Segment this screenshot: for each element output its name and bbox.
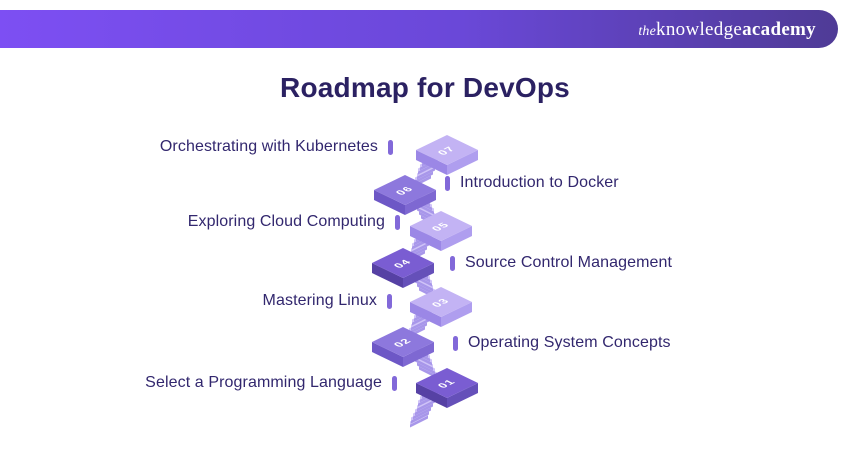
step-row-06: Introduction to Docker bbox=[445, 172, 619, 194]
step-row-05: Exploring Cloud Computing bbox=[0, 211, 400, 233]
step-platform-01: 01 bbox=[416, 368, 478, 408]
step-label-01: Select a Programming Language bbox=[145, 374, 382, 391]
divider-bar bbox=[450, 255, 455, 271]
step-label-02: Operating System Concepts bbox=[468, 334, 671, 351]
staircase-graphic: 07 06 05 04 03 02 01 bbox=[372, 135, 478, 428]
divider-bar bbox=[445, 175, 450, 191]
step-label-03: Mastering Linux bbox=[262, 292, 377, 309]
step-row-04: Source Control Management bbox=[450, 252, 672, 274]
step-platform-06: 06 bbox=[374, 175, 436, 215]
step-number-04: 04 bbox=[391, 258, 414, 270]
logo-word-academy: academy bbox=[742, 18, 816, 40]
step-number-06: 06 bbox=[393, 185, 416, 197]
divider-bar bbox=[392, 375, 397, 391]
step-number-01: 01 bbox=[435, 378, 458, 390]
step-number-07: 07 bbox=[435, 145, 458, 157]
header-bar: theknowledgeacademy bbox=[0, 10, 838, 48]
step-label-07: Orchestrating with Kubernetes bbox=[159, 138, 378, 155]
step-platform-07: 07 bbox=[416, 135, 478, 175]
page-title: Roadmap for DevOps bbox=[280, 72, 570, 103]
brand-logo: theknowledgeacademy bbox=[638, 20, 816, 39]
step-platform-04: 04 bbox=[372, 248, 434, 288]
step-row-07: Orchestrating with Kubernetes bbox=[0, 136, 393, 158]
logo-word-knowledge: knowledge bbox=[656, 18, 743, 40]
step-number-02: 02 bbox=[391, 337, 414, 349]
step-number-05: 05 bbox=[429, 221, 452, 233]
step-platform-03: 03 bbox=[410, 287, 472, 327]
step-row-01: Select a Programming Language bbox=[0, 372, 397, 394]
divider-bar bbox=[387, 293, 392, 309]
divider-bar bbox=[388, 139, 393, 155]
logo-word-the: the bbox=[638, 23, 657, 39]
step-row-02: Operating System Concepts bbox=[453, 332, 671, 354]
step-number-03: 03 bbox=[429, 297, 452, 309]
step-label-04: Source Control Management bbox=[465, 254, 673, 271]
step-platform-02: 02 bbox=[372, 327, 434, 367]
step-row-03: Mastering Linux bbox=[0, 290, 392, 312]
step-platform-05: 05 bbox=[410, 211, 472, 251]
divider-bar bbox=[453, 335, 458, 351]
step-label-06: Introduction to Docker bbox=[460, 174, 619, 191]
step-label-05: Exploring Cloud Computing bbox=[187, 213, 385, 230]
divider-bar bbox=[395, 214, 400, 230]
